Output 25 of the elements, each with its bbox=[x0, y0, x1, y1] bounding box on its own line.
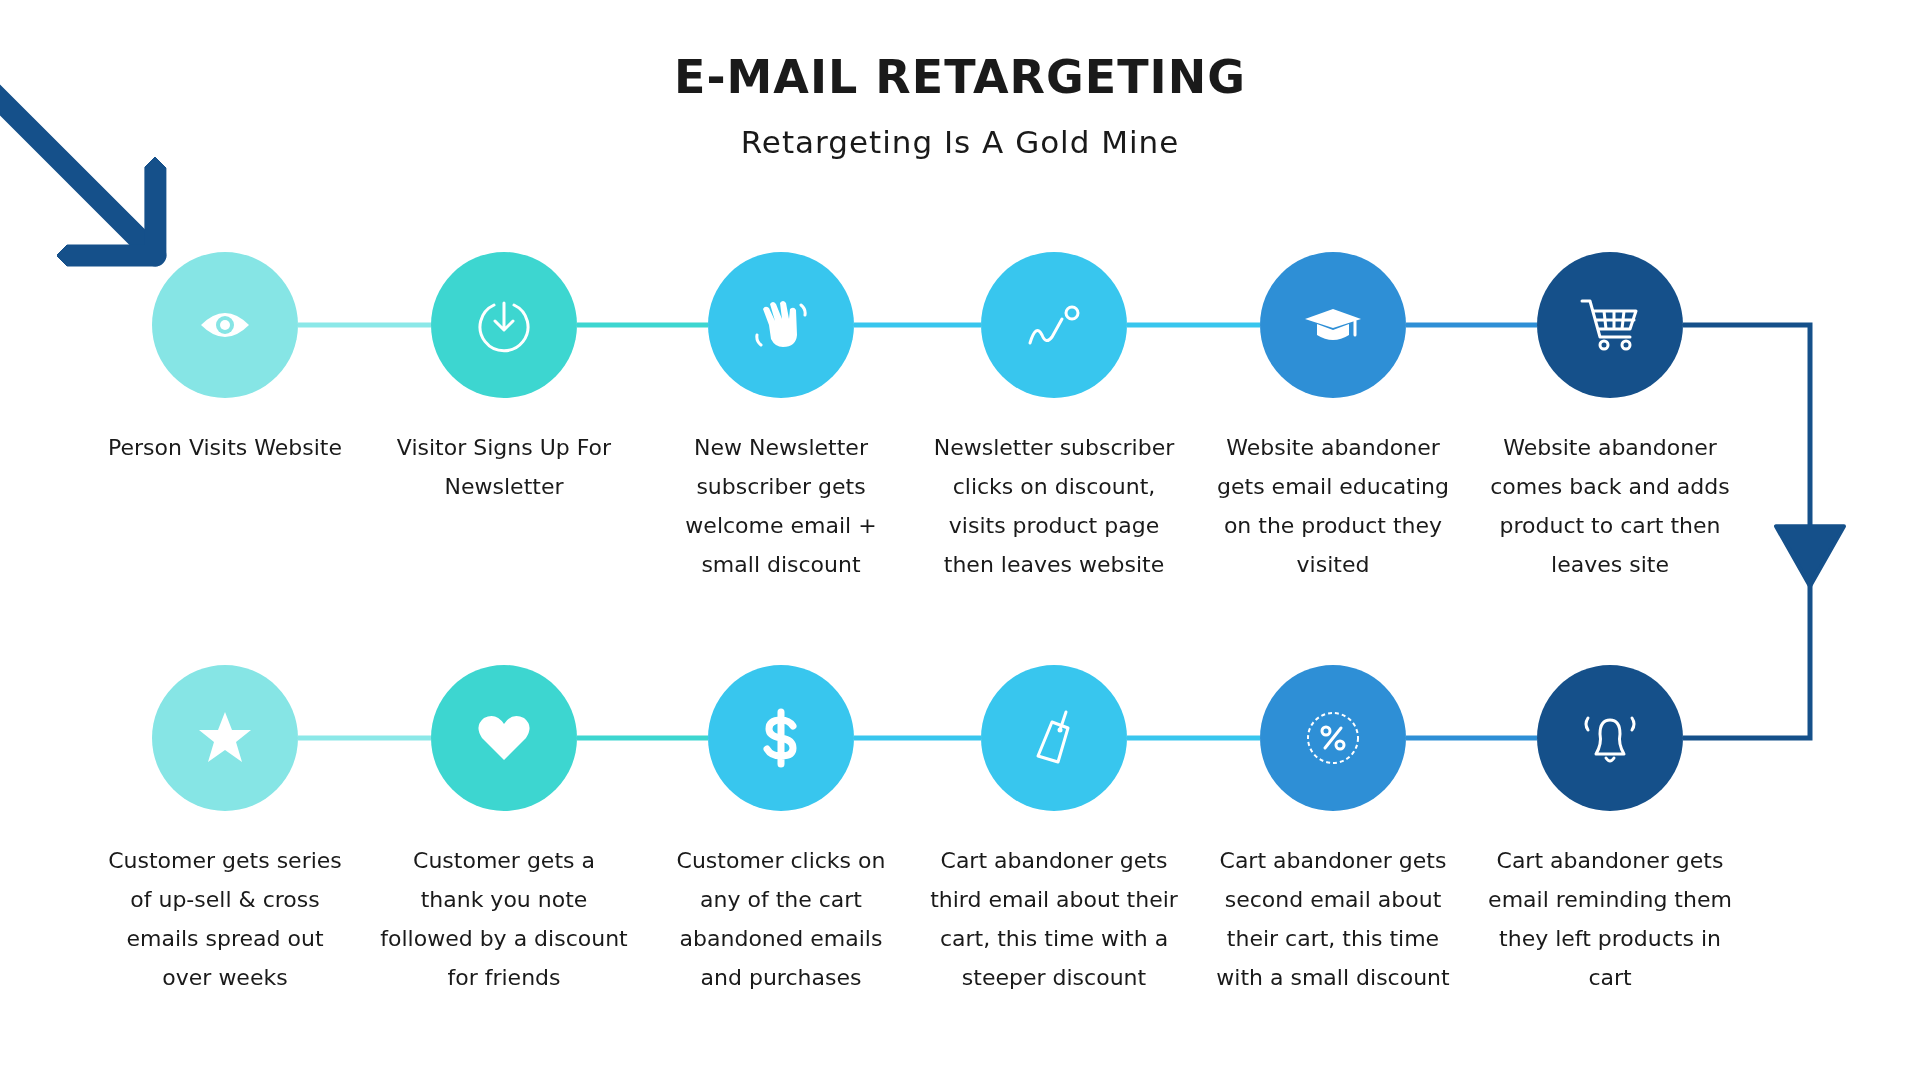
step-caption: New Newsletter subscriber gets welcome email + small discount bbox=[684, 434, 878, 579]
step-caption: Website abandoner comes back and adds product to cart then leaves site bbox=[1489, 434, 1731, 579]
step-caption: Website abandoner gets email educating on the product they visited bbox=[1216, 434, 1450, 579]
step-caption: Newsletter subscriber clicks on discount, visits product page then leaves website bbox=[932, 434, 1176, 579]
connector-line bbox=[1127, 322, 1260, 328]
step-caption: Customer gets a thank you note followed by a discount for friends bbox=[379, 847, 629, 992]
step-caption: Cart abandoner gets second email about their cart, this time with a small discount bbox=[1215, 847, 1451, 992]
step-caption: Cart abandoner gets email reminding them they left products in cart bbox=[1487, 847, 1733, 992]
connector-line bbox=[1127, 735, 1260, 741]
connector-line bbox=[577, 322, 708, 328]
connector-line bbox=[298, 322, 431, 328]
connector-line bbox=[1406, 735, 1537, 741]
connector-line bbox=[854, 322, 981, 328]
arrow bbox=[1683, 322, 1846, 741]
step-caption: Visitor Signs Up For Newsletter bbox=[395, 434, 613, 501]
step-caption: Cart abandoner gets third email about their cart, this time with a steeper discount bbox=[929, 847, 1179, 992]
subtitle: Retargeting Is A Gold Mine bbox=[740, 124, 1180, 160]
connector-line bbox=[577, 735, 708, 741]
step-caption: Customer gets series of up-sell & cross emails spread out over weeks bbox=[107, 847, 343, 992]
connector-line bbox=[854, 735, 981, 741]
step-caption: Customer clicks on any of the cart abandoned emails and purchases bbox=[675, 847, 887, 992]
step-caption: Person Visits Website bbox=[107, 434, 343, 462]
title: E-MAIL RETARGETING bbox=[674, 50, 1246, 104]
connector-line bbox=[298, 735, 431, 741]
connector-line bbox=[1406, 322, 1537, 328]
